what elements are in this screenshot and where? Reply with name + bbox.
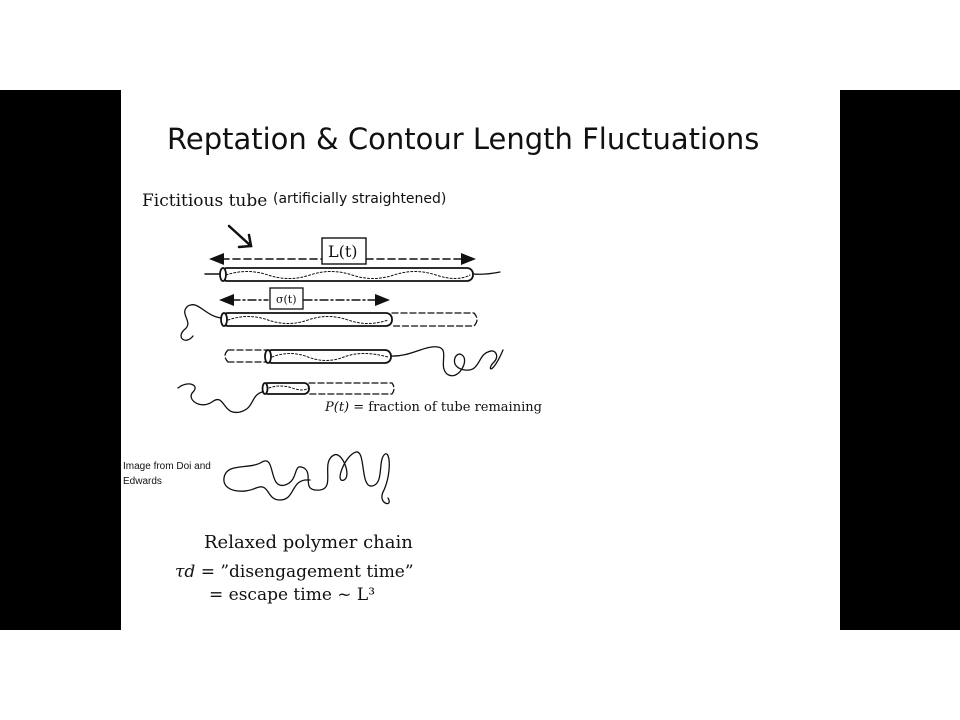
contour-length-label: L(t) [328,242,358,261]
tau-d-text: = ”disengagement time” [200,562,414,582]
fluctuation-label: σ(t) [276,293,297,306]
tau-d-symbol: τd [175,562,196,582]
p-t-formula: P(t) = fraction of tube remaining [325,400,542,415]
escape-time-line: = escape time ~ L³ [209,585,376,605]
contour-length-arrow [209,237,476,265]
fictitious-tube-label: Fictitious tube [142,191,268,211]
pointer-arrow [227,224,253,249]
tau-d-line: τd = ”disengagement time” [175,562,414,582]
tube-partial-2 [224,346,504,377]
left-letterbox-bar [0,90,121,630]
p-t-text: = fraction of tube remaining [353,400,542,415]
fluctuation-arrow [219,287,390,310]
image-credit: Image from Doi and Edwards [123,461,211,487]
right-letterbox-bar [840,90,960,630]
tube-partial-1 [180,304,478,341]
slide-title: Reptation & Contour Length Fluctuations [167,122,760,156]
relaxed-chain-label: Relaxed polymer chain [204,532,413,553]
relaxed-chain [223,451,390,505]
fictitious-tube-note: (artificially straightened) [273,191,447,207]
tube-partial-3 [177,382,395,413]
p-t-symbol: P(t) [325,400,350,415]
tube-full [204,267,501,282]
